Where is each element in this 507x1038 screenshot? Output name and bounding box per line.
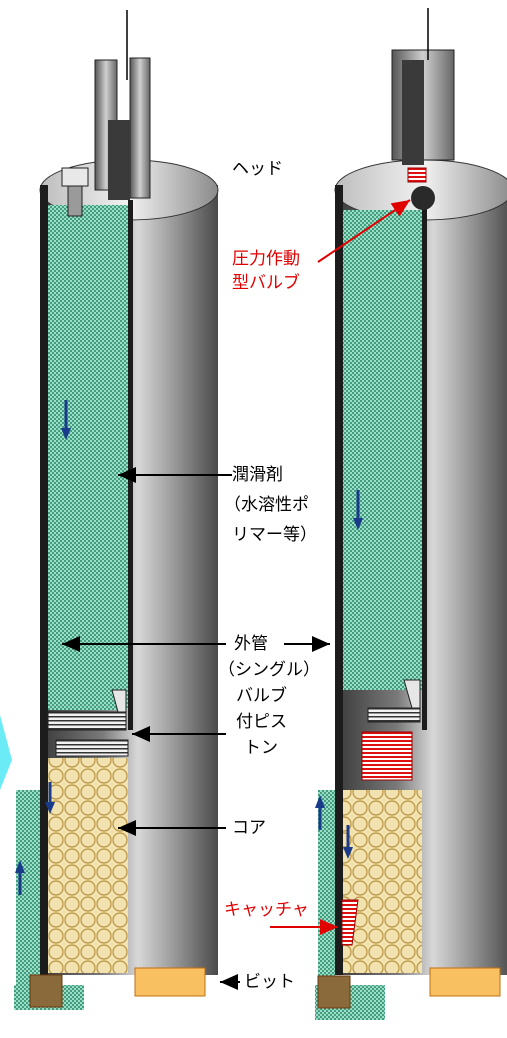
label-lubricant-note-1: （水溶性ポ (224, 495, 309, 515)
left-bolt-shank (67, 185, 83, 217)
right-lubricant (343, 210, 422, 690)
left-head-block (108, 120, 130, 200)
label-head: ヘッド (232, 159, 283, 179)
label-bit: ビット (244, 972, 295, 992)
label-single-valve-2: バルブ (236, 686, 287, 706)
left-inner-wall (128, 200, 133, 730)
right-valve-ball (411, 186, 435, 210)
label-single-valve-1: （シングル） (218, 660, 320, 680)
leader-pressure-valve (317, 199, 411, 263)
leader-lines (62, 199, 411, 990)
left-bit-teeth (134, 967, 206, 997)
right-valve-seat (407, 167, 427, 183)
left-cyan-artifact (0, 715, 12, 790)
left-tube-wall (40, 185, 48, 975)
label-lubricant: 潤滑剤 (232, 465, 283, 485)
left-bolt (61, 167, 89, 187)
right-piston (367, 707, 421, 723)
left-bit (29, 974, 63, 1008)
label-core: コア (232, 818, 266, 838)
right-inner-wall (422, 200, 427, 730)
label-single-valve-4: トン (244, 738, 278, 758)
right-tube-wall (335, 185, 343, 975)
left-core (48, 758, 128, 973)
label-outer-tube: 外管 (234, 634, 268, 654)
left-sampler (0, 10, 219, 1010)
label-lubricant-note-2: リマー等） (232, 525, 317, 545)
left-lub-side (16, 790, 40, 1005)
right-sampler (315, 8, 507, 1020)
left-valve-notch (111, 689, 127, 713)
left-head-pipe-2 (129, 57, 151, 199)
label-single-valve-3: 付ピス (236, 712, 287, 732)
left-piston-bottom (55, 739, 129, 757)
right-bit-teeth (429, 967, 501, 997)
right-bit (317, 975, 351, 1009)
label-catcher: キャッチャ (224, 900, 309, 920)
right-core (343, 790, 422, 973)
label-pressure-valve-1: 圧力作動 (232, 249, 300, 269)
right-valve-notch (403, 679, 421, 709)
left-lubricant (48, 205, 128, 710)
left-piston-top (47, 711, 127, 731)
label-pressure-valve-2: 型バルブ (232, 273, 300, 293)
right-head-block (402, 60, 424, 165)
right-red-block (361, 731, 413, 781)
right-lub-side (318, 790, 335, 1005)
right-catcher (341, 899, 359, 946)
